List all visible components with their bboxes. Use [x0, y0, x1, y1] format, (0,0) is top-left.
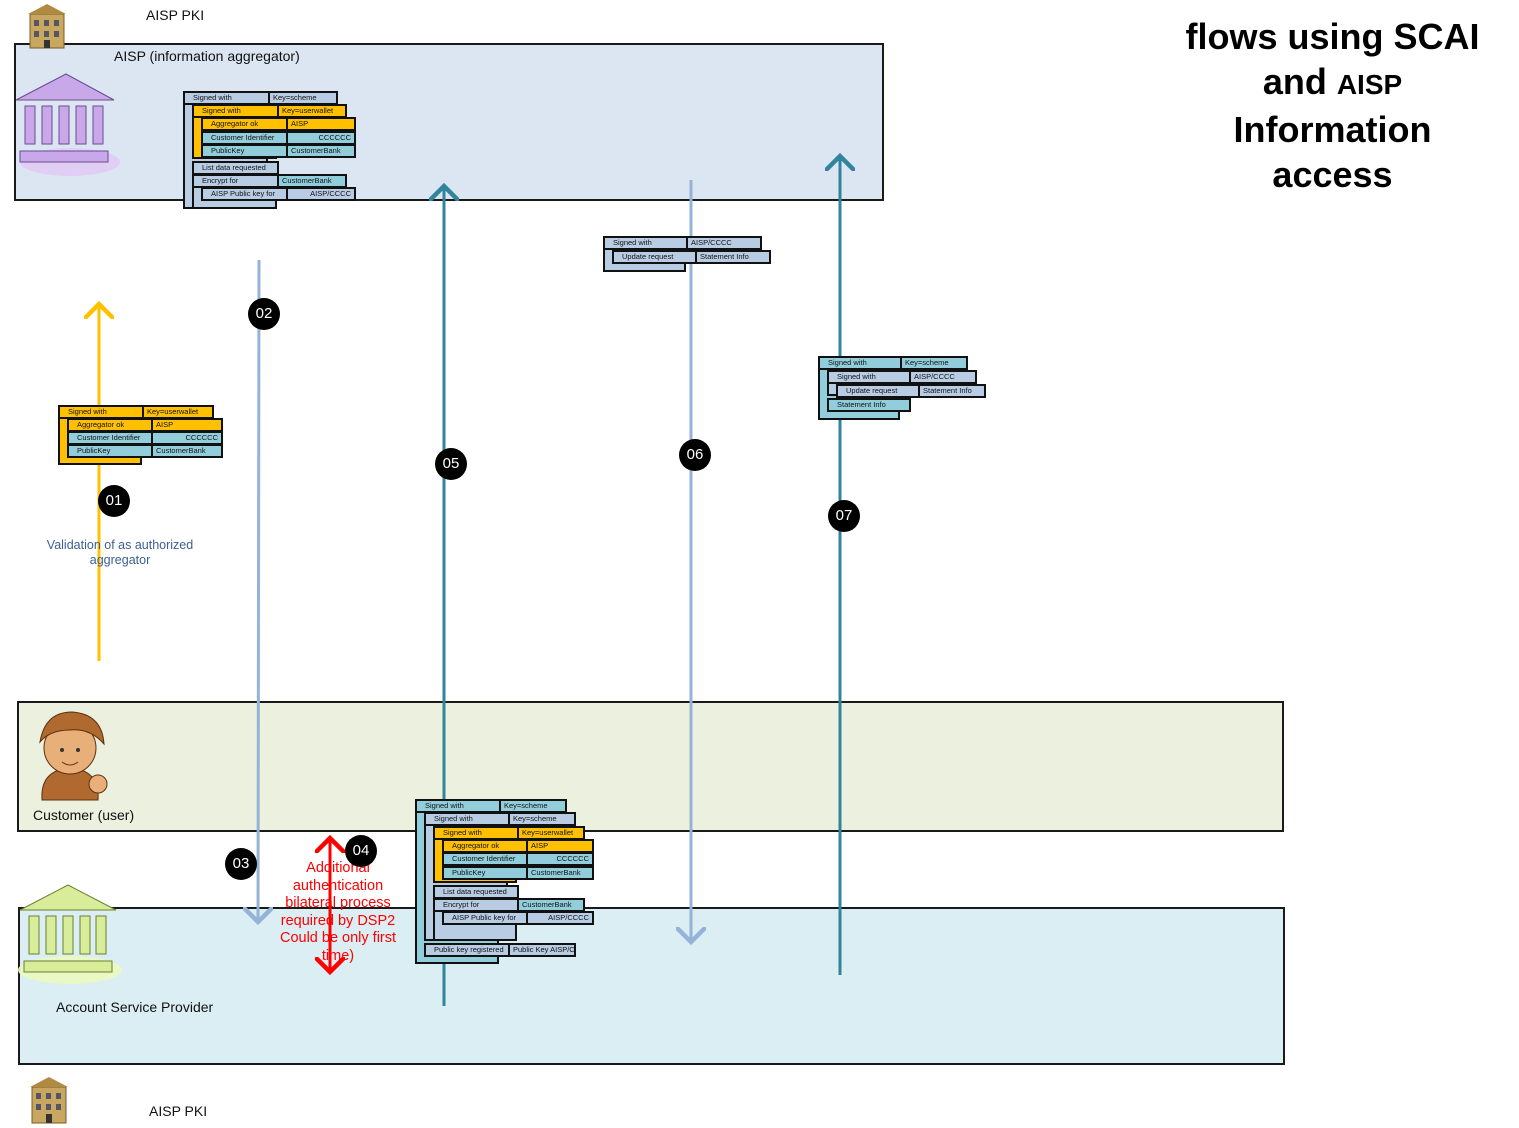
- step-badge-02: 02: [248, 298, 280, 330]
- block-field-label: PublicKey: [67, 444, 153, 458]
- block-field-label: Aggregator ok: [201, 117, 288, 132]
- customer-panel-label: Customer (user): [33, 807, 135, 823]
- block-field-value: AISP/CCCC: [286, 187, 356, 202]
- block-field-label: Signed with: [818, 356, 902, 370]
- block-field-value: CustomerBank: [286, 143, 356, 158]
- block-field-label: AISP Public key for: [201, 187, 288, 202]
- title-line: flows using SCAI: [1185, 16, 1480, 57]
- block-field-label: Statement Info: [827, 398, 911, 412]
- customer-panel: [17, 701, 1284, 832]
- block-field-value: Key=userwallet: [517, 825, 585, 840]
- step-badge-06: 06: [679, 439, 711, 471]
- title-part: and: [1262, 61, 1337, 102]
- block-field-label: Signed with: [603, 236, 688, 250]
- block-field-label: Customer Identifier: [442, 852, 528, 867]
- validation-note: Validation of as authorized aggregator: [46, 538, 194, 567]
- block-field-value: CustomerBank: [517, 898, 585, 913]
- title-line: Information: [1233, 109, 1432, 150]
- block-field-value: CCCCCC: [526, 852, 594, 867]
- block-field-value: Key=scheme: [499, 799, 567, 813]
- block-field-value: Statement Info: [695, 250, 771, 264]
- block-field-value: AISP: [286, 117, 356, 132]
- block-field-label: Customer Identifier: [201, 130, 288, 145]
- block-field-label: Update request: [836, 384, 920, 398]
- block-field-value: CustomerBank: [151, 444, 223, 458]
- bank-icon: [15, 73, 120, 176]
- block-field-label: Aggregator ok: [67, 418, 153, 432]
- block-field-label: Customer Identifier: [67, 431, 153, 445]
- asp-panel: [18, 907, 1285, 1065]
- title-line: access: [1272, 154, 1393, 195]
- pki-building-icon: [28, 4, 66, 49]
- block-field-label: Signed with: [424, 812, 510, 827]
- title-part: AISP: [1336, 69, 1403, 100]
- bank-icon: [18, 884, 122, 984]
- block-field-label: AISP Public key for: [442, 911, 528, 926]
- block-field-value: CCCCCC: [151, 431, 223, 445]
- block-field-label: Signed with: [415, 799, 501, 813]
- block-field-label: PublicKey: [201, 143, 288, 158]
- customer-person-icon: [39, 711, 108, 801]
- block-field-value: Key=scheme: [900, 356, 968, 370]
- block-field-value: AISP: [151, 418, 223, 432]
- block-field-value: Key=userwallet: [277, 104, 347, 119]
- block-field-value: AISP/CCCC: [909, 370, 977, 384]
- diagram-title: flows using SCAI and AISP Information ac…: [1150, 14, 1515, 197]
- block-field-label: Aggregator ok: [442, 838, 528, 853]
- block-field-value: Key=scheme: [268, 91, 338, 105]
- block-field-label: List data requested: [192, 161, 279, 175]
- step-badge-07: 07: [828, 500, 860, 532]
- block-field-label: Signed with: [827, 370, 911, 384]
- block-field-value: AISP/CCCC: [526, 911, 594, 926]
- pki-building-icon: [30, 1077, 68, 1124]
- block-field-value: AISP/CCCC: [686, 236, 762, 250]
- block-field-value: Statement Info: [918, 384, 986, 398]
- block-field-label: List data requested: [433, 884, 519, 899]
- block-field-value: CustomerBank: [277, 174, 347, 189]
- block-field-label: Signed with: [433, 825, 519, 840]
- block-field-value: AISP: [526, 838, 594, 853]
- block-field-label: Encrypt for: [433, 898, 519, 913]
- step-badge-01: 01: [98, 485, 130, 517]
- block-field-value: CustomerBank: [526, 865, 594, 880]
- pki-bottom-label: AISP PKI: [149, 1103, 208, 1119]
- block-field-value: Key=userwallet: [142, 405, 214, 419]
- block-field-value: CCCCCC: [286, 130, 356, 145]
- asp-panel-label: Account Service Provider: [56, 999, 214, 1015]
- auth-note: Additional authentication bilateral proc…: [279, 860, 397, 964]
- flow-arrow-02-03: [258, 259, 259, 922]
- block-field-label: Encrypt for: [192, 174, 279, 189]
- block-field-value: Public Key AISP/CCCC: [508, 942, 576, 957]
- step-badge-05: 05: [435, 448, 467, 480]
- block-field-label: Update request: [612, 250, 697, 264]
- block-field-label: Signed with: [58, 405, 144, 419]
- aisp-panel: [14, 43, 884, 201]
- block-field-value: Key=scheme: [508, 812, 576, 827]
- aisp-panel-label: AISP (information aggregator): [114, 48, 300, 64]
- block-field-label: PublicKey: [442, 865, 528, 880]
- step-badge-03: 03: [225, 848, 257, 880]
- pki-top-label: AISP PKI: [146, 7, 205, 23]
- block-field-label: Signed with: [192, 104, 279, 119]
- block-field-label: Public key registered: [424, 942, 510, 957]
- step-badge-04: 04: [345, 835, 377, 867]
- title-line: and AISP: [1150, 59, 1515, 107]
- block-field-label: Signed with: [183, 91, 270, 105]
